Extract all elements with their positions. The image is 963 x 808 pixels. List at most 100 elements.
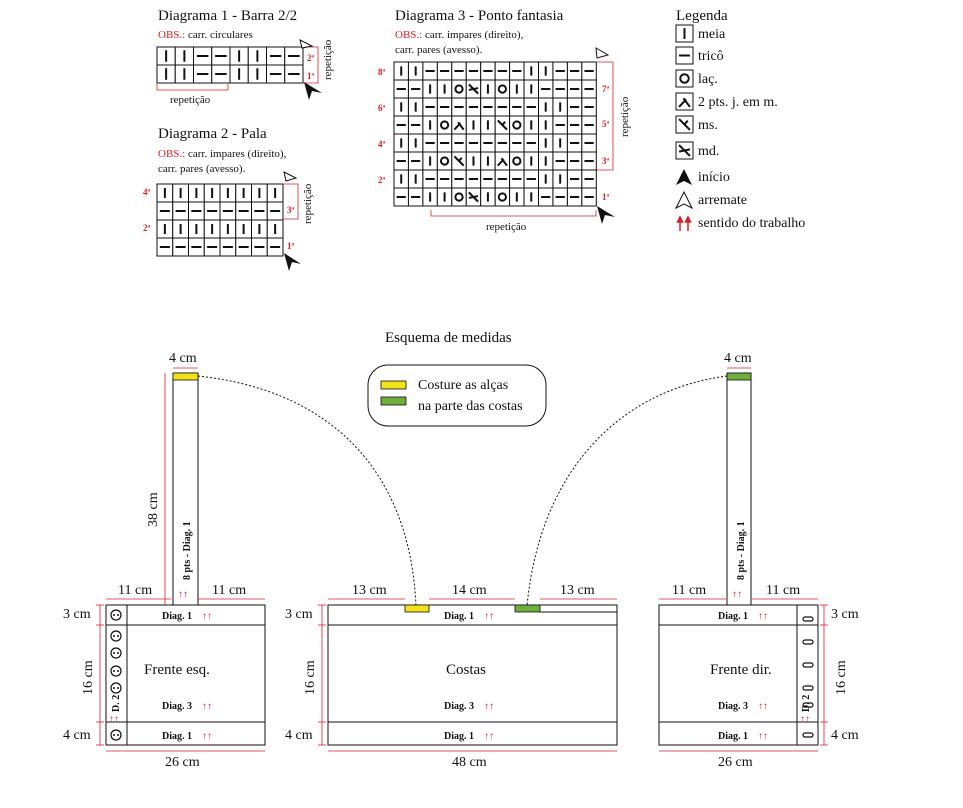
frente-esq-h-mid: 16 cm [81,660,96,695]
grid-cell [172,237,189,257]
grid-cell [480,97,496,117]
grid-cell [188,237,205,257]
grid-cell [480,133,496,153]
band-buttonhole-icon [802,702,814,708]
left-strap: 4 cm 38 cm 8 pts - Diag. 1 ↑↑ [146,351,199,606]
costas-green-seam [514,604,541,613]
diagram-1-row-label: 2ª [307,53,315,63]
lac-stitch-icon [454,84,464,94]
grid-cell [266,219,284,239]
left-strap-arrows: ↑↑ [178,589,188,600]
two-together-stitch-icon [453,121,465,131]
grid-cell [509,169,525,189]
diagram-2-obs-line1: carr. impares (direito), [188,148,287,160]
grid-cell [523,79,539,99]
seam-note-line1: Costure as alças [418,378,508,393]
grid-cell [251,201,268,221]
right-strap-arrows: ↑↑ [732,589,742,600]
grid-cell [266,237,284,257]
grid-cell [251,219,268,239]
grid-cell [523,97,539,117]
grid-cell [247,64,267,84]
grid-cell [436,151,453,171]
frente-dir-side-arrows: ↑↑ [800,714,810,725]
md-stitch-icon [468,83,479,95]
grid-cell [581,61,597,81]
legend-item: início [676,169,730,185]
direction-arrows: ↑↑ [202,701,212,712]
frente-esq-top-right: 11 cm [212,583,246,598]
costas-width: 48 cm [452,755,487,770]
direction-arrows: ↑↑ [484,731,494,742]
frente-dir-top-right: 11 cm [766,583,800,598]
grid-cell [436,97,453,117]
grid-cell [552,169,568,189]
grid-cell [172,219,189,239]
frente-dir-piece: 11 cm 11 cm D. 2 ↑↑ Diag. 1 ↑↑ Frente di… [658,583,859,770]
diagram-1-obs-label: OBS.: [158,29,185,41]
costas-name: Costas [446,662,486,678]
legend-label: início [698,170,730,185]
costas-diag-mid: Diag. 3 [444,701,474,712]
grid-cell [422,61,438,81]
grid-cell [235,237,252,257]
diagram-3-left-label: 6ª [378,103,386,113]
grid-cell [465,115,482,135]
diagram-2-left-label: 2ª [143,223,151,233]
legend-item: md. [675,141,719,160]
grid-cell [156,183,174,203]
grid-cell [538,115,554,135]
grid-cell [480,61,496,81]
md-stitch-icon [678,144,691,157]
grid-cell [552,187,568,207]
grid-cell [229,46,249,66]
grid-cell [156,46,176,66]
frente-dir-band-symbols [802,616,814,738]
diagram-1-grid [156,46,304,84]
grid-cell [581,133,597,153]
direction-arrows: ↑↑ [202,731,212,742]
frente-dir-h-mid: 16 cm [834,660,849,695]
diagram-3-side-bracket [597,61,614,171]
grid-cell [451,115,467,135]
grid-cell [509,133,525,153]
legend-label: laç. [698,72,718,87]
grid-cell [284,46,304,66]
grid-cell [509,151,525,171]
frente-esq-top-left: 11 cm [118,583,152,598]
diagram-2-title: Diagrama 2 - Pala [158,126,267,142]
grid-cell [538,133,554,153]
costas-h-mid: 16 cm [303,660,318,695]
diagram-2-obs-line2: carr. pares (avesso). [158,163,246,175]
grid-cell [393,97,409,117]
grid-cell [436,133,453,153]
grid-cell [509,187,525,207]
grid-cell [235,201,252,221]
grid-cell [422,133,438,153]
diagram-1-obs-text: carr. circulares [188,29,253,41]
grid-cell [465,79,482,99]
legend-label: meia [698,27,726,42]
grid-cell [393,169,409,189]
grid-cell [251,183,268,203]
legend-label: ms. [698,118,718,133]
diagram-2-left-label: 4ª [143,187,151,197]
grid-cell [465,97,482,117]
grid-cell [393,115,409,135]
costas-diag-bot: Diag. 1 [444,731,474,742]
legend-label: tricô [698,49,724,64]
diagram-1-bottom-bracket [156,84,229,91]
ms-stitch-icon [497,119,508,131]
grid-cell [188,201,205,221]
grid-cell [451,151,467,171]
diagram-2-obs-label: OBS.: [158,148,185,160]
grid-cell [451,61,467,81]
inicio-marker-icon [284,253,301,271]
grid-cell [566,187,583,207]
grid-cell [266,46,286,66]
arremate-marker-icon [283,171,298,182]
grid-cell [174,64,194,84]
frente-esq-name: Frente esq. [144,662,210,678]
grid-cell [266,183,284,203]
grid-cell [538,79,554,99]
